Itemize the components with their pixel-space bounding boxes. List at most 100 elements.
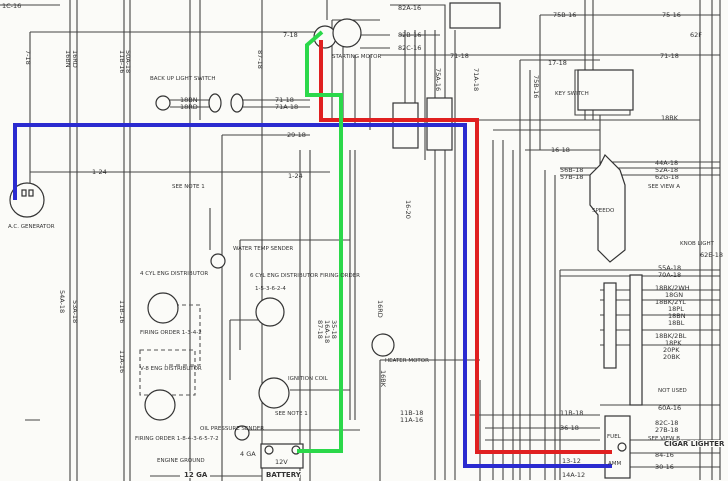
wire-label: 71-18 (450, 52, 469, 60)
wire-label: 75A-16 (434, 68, 442, 91)
wire-label: 18BL (668, 319, 685, 327)
wire-label: 11B-16 (118, 50, 126, 73)
fuse-panel (603, 274, 643, 406)
label-dist4-order: FIRING ORDER 1-3-4-2 (140, 330, 202, 336)
label-dist8: V-8 ENG DISTRIBUTOR (140, 366, 202, 372)
wire-label: 87-18 (256, 50, 264, 69)
wire-label: 16-18 (551, 146, 570, 154)
wire-label: 84-16 (655, 451, 674, 459)
wire-label: 44A-18 (655, 159, 678, 167)
wire-label: 62F (690, 31, 702, 39)
oil-pressure-sender (234, 425, 250, 441)
label-dist6-order: 1-5-3-6-2-4 (255, 286, 286, 292)
wire-label: 75B-16 (553, 11, 576, 19)
wire-label: 11A-16 (118, 350, 126, 373)
wire-label: 18GN (665, 291, 683, 299)
label-key-switch: KEY SWITCH (555, 91, 589, 97)
key-switch (577, 69, 634, 111)
water-temp-sender (210, 253, 226, 269)
wire-label: 11B-18 (560, 409, 583, 417)
wire-label: 17-18 (548, 59, 567, 67)
label-speedo: SPEEDO (592, 208, 615, 214)
wire-label: 82B-16 (398, 31, 421, 39)
wire-label: 16-20 (404, 200, 412, 219)
label-water-temp: WATER TEMP SENDER (233, 246, 293, 252)
wire-label: 62G-18 (655, 173, 679, 181)
component-labels: A.C. GENERATOR STARTING MOTOR BACK UP LI… (8, 54, 726, 480)
wire-label: 54A-18 (58, 290, 66, 313)
wire-label: SEE NOTE 1 (172, 184, 205, 190)
label-amm: AMM (608, 461, 622, 467)
backup-light-switch (155, 93, 244, 113)
wire-label: 75B-16 (532, 75, 540, 98)
wire-label: 35-18 (330, 320, 338, 339)
wire-label: 82C-16 (398, 44, 421, 52)
wire-label: 13-12 (562, 457, 581, 465)
wire-label: 18PK (665, 339, 682, 347)
label-engine-ground: ENGINE GROUND (157, 458, 205, 464)
label-oil-sender: OIL PRESSURE SENDER (200, 426, 264, 432)
wire-label: 55A-18 (658, 264, 681, 272)
blue-highlight-wire (13, 123, 612, 468)
distributor-4cyl (147, 292, 179, 324)
label-starting-motor: STARTING MOTOR (332, 54, 381, 60)
wire-label: 14A-12 (562, 471, 585, 479)
wire-label: 56B-18 (560, 166, 583, 174)
label-heater-motor: HEATER MOTOR (385, 358, 429, 364)
heater-motor (371, 333, 395, 357)
label-fuel: FUEL (607, 434, 622, 440)
wire-label: 71A-18 (472, 68, 480, 91)
wire-label: 82A-16 (398, 4, 421, 12)
wire-label: 75-16 (662, 11, 681, 19)
wire-label: 57B-18 (560, 173, 583, 181)
wire-label: 62E-18 (700, 251, 723, 259)
wire-label: 1-24 (92, 168, 107, 176)
wire-label: 71-18 (275, 96, 294, 104)
wire-label: 7-18 (283, 31, 298, 39)
wire-label: 1C-16 (2, 2, 21, 10)
wire-label: 16BK (379, 370, 387, 388)
wire-label: 30-16 (655, 463, 674, 471)
wire-label: 18BN (668, 312, 686, 320)
label-see-view-b: SEE VIEW B (648, 436, 680, 442)
distributor-6cyl (255, 297, 285, 327)
wire-label: 16RD (376, 300, 384, 318)
battery (260, 443, 304, 469)
label-see-note: SEE NOTE 1 (275, 411, 308, 417)
wire-label: 71A-18 (275, 103, 298, 111)
label-cigar-lighter: CIGAR LIGHTER (664, 440, 725, 448)
wire-label: 11B-16 (118, 300, 126, 323)
label-ac-generator: A.C. GENERATOR (8, 224, 55, 230)
wire-label: 12 GA (184, 471, 208, 479)
wire-label: 16A-18 (323, 320, 331, 343)
label-battery: BATTERY (266, 471, 302, 479)
wire-label: 20PK (663, 346, 680, 354)
wire-label: 7-18 (24, 50, 32, 65)
label-dist8-order: FIRING ORDER 1-8-4-3-6-5-7-2 (135, 436, 219, 442)
wire-label: 18BK/2BL (655, 332, 687, 340)
wire-label: 18BN (180, 96, 198, 104)
wire-label: 16RD (71, 50, 79, 68)
wire-label: 70A-18 (658, 271, 681, 279)
wire-label: 36-18 (560, 424, 579, 432)
wire-label: 11B-18 (400, 409, 423, 417)
distributor-dashed-wires (139, 304, 201, 396)
wire-label: 4 GA (240, 450, 256, 458)
wire-label: 29-18 (287, 131, 306, 139)
ac-generator (9, 182, 45, 218)
wire-label: 18BK/2WH (655, 284, 690, 292)
wire-label: 16BN (64, 50, 72, 68)
wire-label: 11A-16 (400, 416, 423, 424)
green-highlight-wire (297, 30, 343, 453)
wire-label: 52A-18 (655, 166, 678, 174)
wire-label: 87-18 (316, 320, 324, 339)
label-dist4: 4 CYL ENG DISTRIBUTOR (140, 271, 208, 277)
wire-label: 53A-18 (71, 300, 79, 323)
ignition-coil (258, 377, 290, 409)
wire-label: 1-24 (288, 172, 303, 180)
label-knob-light: KNOB LIGHT (680, 241, 715, 247)
